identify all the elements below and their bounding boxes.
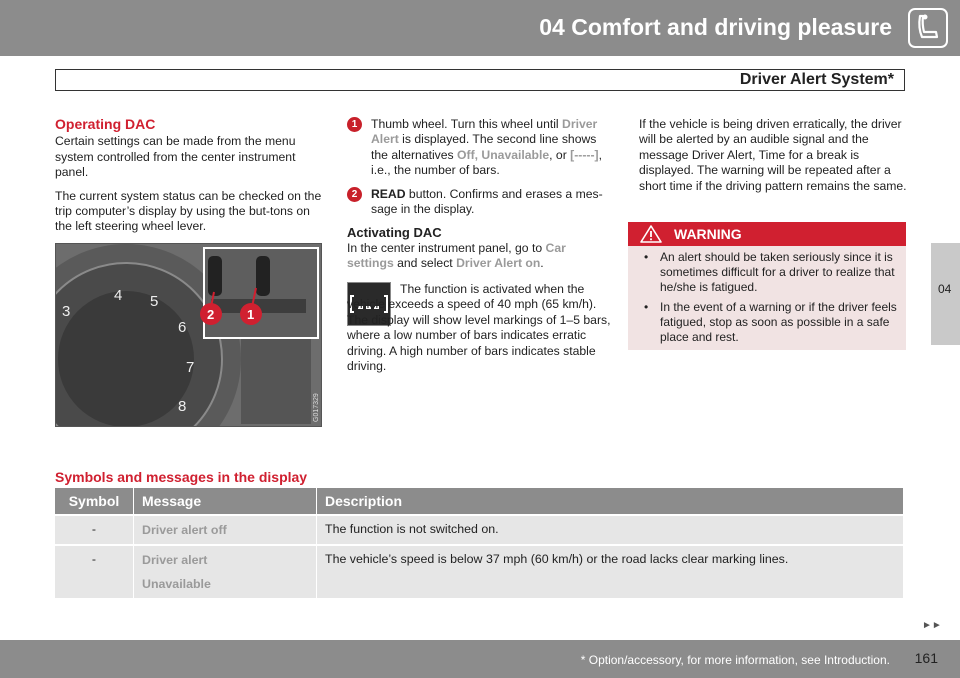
gauge-number: 8 <box>178 398 186 415</box>
description-cell: The vehicle’s speed is below 37 mph (60 … <box>316 544 904 598</box>
gauge-number: 5 <box>150 293 158 310</box>
chapter-title: 04 Comfort and driving pleasure <box>539 14 892 40</box>
column-header-description: Description <box>316 488 904 515</box>
continue-arrows-icon: ►► <box>922 620 942 631</box>
gauge-number: 3 <box>62 303 70 320</box>
callout-1: 1 <box>247 307 254 322</box>
list-item: 2 READ button. Confirms and erases a mes… <box>347 186 613 218</box>
gauge-number: 6 <box>178 319 186 336</box>
message-cell: Driver alert Unavailable <box>133 544 317 598</box>
warning-box: WARNING •An alert should be taken seriou… <box>628 222 906 350</box>
warning-header: WARNING <box>628 222 906 246</box>
dac-bars-icon <box>347 282 391 326</box>
activating-instructions: In the center instrument panel, go to Ca… <box>347 240 566 271</box>
section-header-box: Driver Alert System* <box>55 69 905 91</box>
chapter-side-tab-label: 04 <box>938 282 952 296</box>
message-cell: Driver alert off <box>133 514 317 545</box>
instrument-panel-figure: 3 4 5 6 7 8 2 1 G017329 <box>55 243 322 427</box>
footnote: * Option/accessory, for more information… <box>580 653 890 667</box>
list-item: 1 Thumb wheel. Turn this wheel until Dri… <box>347 117 613 179</box>
warning-item: •In the event of a warning or if the dri… <box>644 300 897 344</box>
column-items: 1 Thumb wheel. Turn this wheel until Dri… <box>347 117 613 272</box>
symbol-cell: - <box>55 544 134 598</box>
chapter-header-bar <box>0 0 960 56</box>
warning-title: WARNING <box>674 226 742 242</box>
callout-2: 2 <box>207 307 214 322</box>
footer-bar <box>0 640 960 678</box>
symbol-cell: - <box>55 514 134 545</box>
table-title: Symbols and messages in the display <box>55 469 308 485</box>
column-header-message: Message <box>133 488 317 515</box>
symbols-table: Symbol Message Description - Driver aler… <box>55 488 904 598</box>
table-row: - Driver alert off The function is not s… <box>55 514 904 545</box>
page-number: 161 <box>914 650 938 666</box>
table-header-row: Symbol Message Description <box>55 488 904 515</box>
operating-paragraph-2: The current system status can be checked… <box>55 188 322 234</box>
warning-triangle-icon <box>640 225 662 243</box>
callout-number-1-icon: 1 <box>347 117 362 132</box>
table-row: - Driver alert Unavailable The vehicle’s… <box>55 544 904 598</box>
seat-icon <box>908 8 948 48</box>
activating-heading: Activating DAC <box>347 225 442 241</box>
activating-body: The function is activated when the vehic… <box>347 282 611 374</box>
column-header-symbol: Symbol <box>55 488 134 515</box>
operating-paragraph-1: Certain settings can be made from the me… <box>55 134 296 180</box>
section-title: Driver Alert System* <box>739 71 894 88</box>
operating-heading: Operating DAC <box>55 116 156 132</box>
gauge-number: 4 <box>114 287 122 304</box>
gauge-number: 7 <box>186 359 194 376</box>
warning-list: •An alert should be taken seriously sinc… <box>644 250 898 351</box>
warning-item: •An alert should be taken seriously sinc… <box>644 250 895 294</box>
description-cell: The function is not switched on. <box>316 514 904 545</box>
figure-code: G017329 <box>313 393 320 422</box>
chapter-side-tab[interactable] <box>931 243 960 345</box>
alert-description: If the vehicle is being driven erratical… <box>639 117 907 193</box>
callout-number-2-icon: 2 <box>347 186 362 202</box>
column-operating: Operating DAC Certain settings can be ma… <box>55 116 323 243</box>
